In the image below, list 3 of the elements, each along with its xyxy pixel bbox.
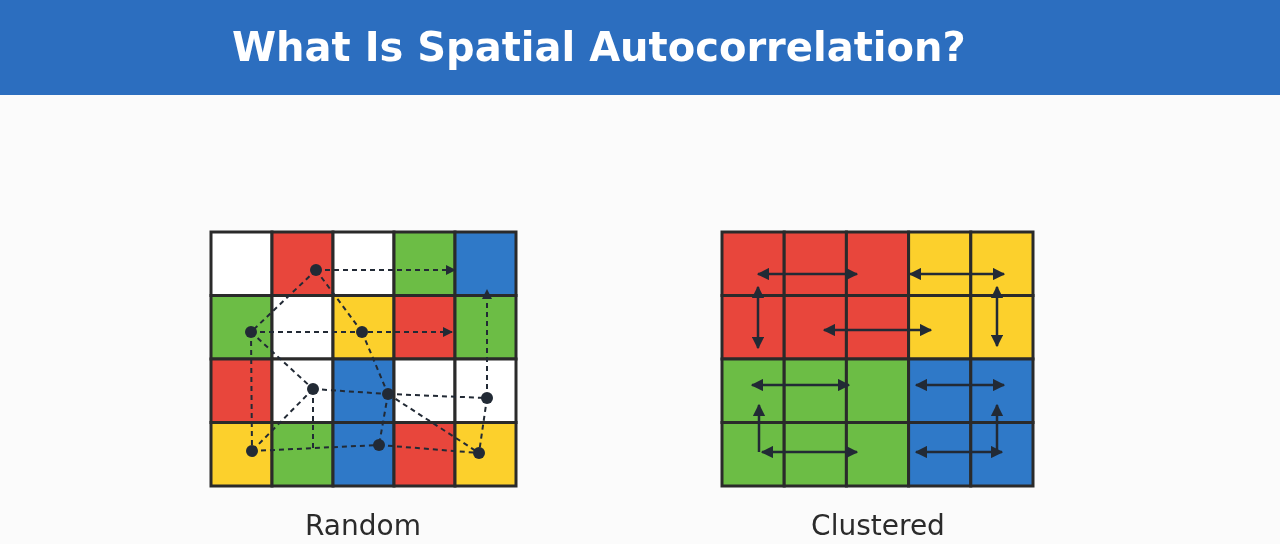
title: What Is Spatial Autocorrelation? (232, 23, 966, 72)
grid-caption: Clustered (811, 508, 945, 544)
grid-caption: Random (305, 508, 421, 544)
